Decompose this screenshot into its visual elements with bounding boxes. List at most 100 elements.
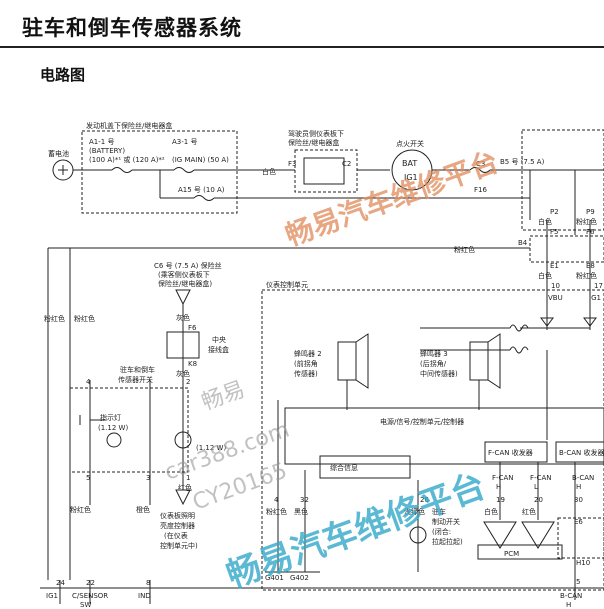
- bcan-h-pin: H: [576, 483, 581, 491]
- pin-csensor-label-1: C/SENSOR: [72, 592, 108, 600]
- vbu-label: VBU: [548, 294, 563, 302]
- buzzer3-label-2: (后拐角/: [420, 359, 447, 368]
- junction-label-2: 接线盒: [208, 345, 229, 354]
- pin-2: 2: [186, 378, 190, 386]
- ig1-pin-label: IG1: [589, 294, 601, 302]
- buzzer3-label-1: 蜂鸣器 3: [420, 349, 448, 358]
- engine-fuse-box: [81, 130, 238, 214]
- ground-g402: G402: [290, 574, 309, 582]
- engine-box-label: 发动机盖下保险丝/继电器盒: [86, 121, 172, 130]
- dimmer-label-4: 控制单元中): [160, 541, 198, 550]
- title-rule: [0, 46, 604, 48]
- junction-label-1: 中央: [212, 335, 226, 344]
- switch-label-2: 传感器开关: [118, 375, 153, 384]
- pin-e8: E8: [586, 262, 595, 270]
- wire-black: 黑色: [294, 507, 308, 516]
- bcan-h-label: B-CAN: [572, 474, 594, 482]
- pin-bcan-label-1: B-CAN: [560, 592, 582, 600]
- pin-4: 4: [86, 378, 91, 386]
- pin-e6: E6: [574, 518, 583, 526]
- dimmer-label-1: 仪表板照明: [160, 511, 195, 520]
- wire-pinkred: 粉红色: [70, 505, 91, 514]
- wire-pink-left: 粉红色: [44, 314, 65, 323]
- section-title: 电路图: [40, 66, 86, 84]
- pin-ind-label: IND: [138, 592, 151, 600]
- ig-main-label: (IG MAIN) (50 A): [172, 156, 229, 164]
- pin-32: 32: [300, 496, 309, 504]
- watermark-1: 畅易汽车维修平台: [281, 145, 503, 253]
- wire-pink-2: 粉红色: [576, 217, 597, 226]
- pcm-triangle-1: [483, 521, 517, 549]
- c6-label-3: 保险丝/继电器盒): [158, 279, 212, 288]
- page-title: 驻车和倒车传感器系统: [22, 16, 242, 40]
- wire-red: 红色: [178, 483, 192, 492]
- bcan-label: B-CAN 收发器: [559, 448, 604, 457]
- pin-1: 1: [186, 474, 190, 482]
- fcan-l-pin: L: [534, 483, 538, 491]
- indicator-label-2: (1.12 W): [98, 424, 128, 432]
- pcm-label: PCM: [504, 550, 519, 558]
- pin-10: 10: [551, 282, 560, 290]
- pin-8: 8: [146, 579, 150, 587]
- wire-gray-2: 灰色: [176, 369, 190, 378]
- combo-info-label: 综合信息: [330, 463, 358, 472]
- wire-white-2: 白色: [538, 217, 552, 226]
- pin-c2: C2: [342, 160, 351, 168]
- buzzer2-label-3: 传感器): [294, 369, 318, 378]
- pin-5b: 5: [576, 578, 580, 586]
- wire-gray: 灰色: [176, 313, 190, 322]
- wire-white-3: 白色: [538, 271, 552, 280]
- pin-bcan-label-2: H: [566, 601, 571, 609]
- parking-label-2: 制动开关: [432, 517, 460, 526]
- wire-white-4: 白色: [484, 507, 498, 516]
- pin-f5: F5: [550, 228, 558, 236]
- pin-f16: F16: [474, 186, 487, 194]
- fcan-h-label: F-CAN: [492, 474, 513, 482]
- buzzer-3: [469, 341, 489, 381]
- buzzer-2: [337, 341, 357, 381]
- pin-k8: K8: [188, 360, 197, 368]
- wire-pink: 粉红色: [454, 245, 475, 254]
- pin-4b: 4: [274, 496, 279, 504]
- wire-orange: 橙色: [136, 505, 150, 514]
- watermark-3: 畅易: [199, 377, 249, 416]
- pin-h10: H10: [576, 559, 590, 567]
- pin-p9: P9: [586, 208, 595, 216]
- wire-pink-4: 粉红色: [266, 507, 287, 516]
- a11-label: A1-1 号: [89, 138, 114, 146]
- pin-5: 5: [86, 474, 90, 482]
- switch-label-1: 驻车和倒车: [120, 365, 155, 374]
- pin-f6b: F6: [188, 324, 197, 332]
- buzzer2-label-2: (前拐角: [294, 359, 318, 368]
- a31-label: A3-1 号: [172, 138, 197, 146]
- wire-red-2: 红色: [522, 507, 536, 516]
- battery-label: 蓄电池: [48, 149, 69, 158]
- bcan-box: [555, 441, 604, 463]
- pin-p2: P2: [550, 208, 559, 216]
- fcan-l-label: F-CAN: [530, 474, 551, 482]
- a15-label: A15 号 (10 A): [178, 186, 225, 194]
- driver-box-label-1: 驾驶员侧仪表板下: [288, 129, 344, 138]
- bat-label: BAT: [402, 159, 417, 168]
- mcu-label: 电源/信号/控制单元/控制器: [380, 417, 464, 426]
- pin-f3: F3: [288, 160, 296, 168]
- wire-lightgreen: 浅绿色: [404, 507, 425, 516]
- b5-label: B5 号 (7.5 A): [500, 158, 545, 166]
- fcan-label: F-CAN 收发器: [488, 448, 533, 457]
- fcan-h-pin: H: [496, 483, 501, 491]
- ground-g401: G401: [265, 574, 284, 582]
- pin-b4: B4: [518, 239, 528, 247]
- buzzer2-label-1: 蜂鸣器 2: [294, 349, 322, 358]
- pcm-triangle-2: [521, 521, 555, 549]
- driver-box-label-2: 保险丝/继电器盒: [288, 138, 339, 147]
- fcan-box: [484, 441, 548, 463]
- parking-label-3: (闭合:: [432, 527, 451, 536]
- pin-20: 20: [534, 496, 543, 504]
- pin-e1: E1: [550, 262, 559, 270]
- pin-19: 19: [496, 496, 505, 504]
- dimmer-label-2: 亮度控制器: [160, 521, 195, 530]
- parking-label-4: 拉起拉起): [432, 537, 463, 546]
- wire-white: 白色: [262, 167, 276, 176]
- c6-label-1: C6 号 (7.5 A) 保险丝: [154, 261, 222, 270]
